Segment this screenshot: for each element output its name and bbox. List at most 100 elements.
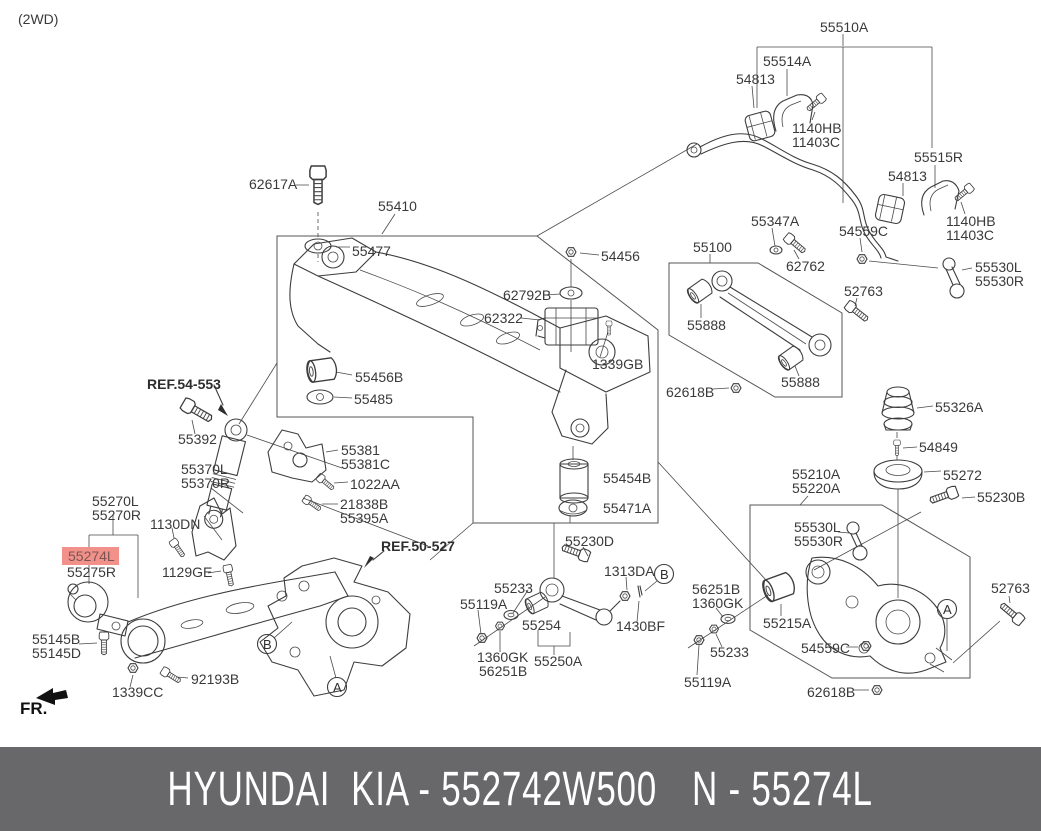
- leader-lines: [78, 34, 1011, 691]
- label-fr: FR.: [20, 699, 47, 718]
- label-55215A: 55215A: [763, 615, 812, 631]
- label-54456: 54456: [601, 248, 640, 264]
- bolt-1129GE: [222, 563, 237, 588]
- label-55530L-bottom: 55530L: [794, 519, 841, 535]
- bolt-54849: [893, 439, 901, 456]
- label-55250A: 55250A: [534, 653, 583, 669]
- label-55119A-right: 55119A: [684, 674, 732, 690]
- arrows: [36, 384, 385, 705]
- upper-arm-callout-box: [668, 262, 843, 398]
- bolt-1130DN: [168, 537, 188, 560]
- nut-62618B-top: [730, 383, 742, 393]
- bump-stop-drawing: [873, 386, 923, 490]
- label-55347A: 55347A: [751, 213, 800, 229]
- spring-pad-55272: [873, 459, 923, 490]
- label-55515R: 55515R: [914, 149, 963, 165]
- washer-62792B: [559, 286, 583, 300]
- link-55530-bottom: [846, 521, 868, 561]
- knuckle-drawing: [259, 557, 411, 697]
- label-55530L-top: 55530L: [975, 259, 1022, 275]
- label-55275R: 55275R: [67, 564, 116, 580]
- suspension-diagram: (2WD) 55510A 55514A 54813 1140HB 11403C …: [18, 11, 1030, 718]
- bolt-55392: [178, 396, 216, 426]
- label-55514A: 55514A: [763, 53, 812, 69]
- bolt-55230B: [927, 484, 960, 507]
- bolt-21838B: [301, 494, 324, 514]
- label-92193B: 92193B: [191, 671, 239, 687]
- label-56251B-right: 56251B: [692, 581, 740, 597]
- label-1360GK-mid: 1360GK: [477, 649, 529, 665]
- label-1022AA: 1022AA: [350, 476, 400, 492]
- stab-bushing-right: [874, 193, 906, 225]
- banner-part-short: N - 55274L: [692, 762, 874, 816]
- trailing-arm-drawing: [67, 563, 349, 686]
- bolt-55145: [98, 631, 110, 656]
- marker-a-arm: A: [936, 598, 958, 620]
- label-ref-50-527: REF.50-527: [381, 538, 455, 554]
- labels: (2WD) 55510A 55514A 54813 1140HB 11403C …: [18, 11, 1030, 718]
- bolt-52763-top: [843, 299, 872, 325]
- label-ref-54-553: REF.54-553: [147, 376, 221, 392]
- svg-text:A: A: [333, 680, 342, 695]
- label-11403C-right: 11403C: [946, 227, 994, 243]
- label-54813-right: 54813: [888, 168, 927, 184]
- bolt-62617A: [309, 165, 327, 206]
- label-55888-front: 55888: [687, 317, 726, 333]
- label-55270L: 55270L: [92, 493, 139, 509]
- label-1130DN: 1130DN: [150, 516, 200, 532]
- label-62617A: 62617A: [249, 176, 298, 192]
- marker-b-knuckle: B: [256, 633, 278, 655]
- catalog-footer-banner: HYUNDAI KIA - 552742W500 N - 55274L: [0, 747, 1041, 831]
- bolt-1339GB: [605, 320, 613, 336]
- label-55274L-highlighted: 55274L: [68, 548, 115, 564]
- label-52763-top: 52763: [844, 283, 883, 299]
- label-62618B-top: 62618B: [666, 384, 714, 400]
- svg-text:B: B: [660, 567, 669, 582]
- label-55210A: 55210A: [792, 466, 841, 482]
- label-55270R: 55270R: [92, 507, 141, 523]
- label-55530R-top: 55530R: [975, 273, 1024, 289]
- label-1360GK-right: 1360GK: [692, 595, 744, 611]
- bushing-55215A: [759, 570, 798, 604]
- stab-bushing-left: [744, 110, 776, 142]
- label-55220A: 55220A: [792, 480, 841, 496]
- label-54559C-bottom: 54559C: [801, 640, 850, 656]
- label-54813-left: 54813: [736, 71, 775, 87]
- nut-55119A-right: [693, 635, 705, 645]
- stabilizer-bar-drawing: [686, 92, 976, 325]
- fr-arrow-icon: [36, 688, 68, 705]
- highlight-box: [62, 547, 119, 565]
- label-55233-mid: 55233: [494, 580, 533, 596]
- label-55530R-bottom: 55530R: [794, 533, 843, 549]
- label-55381C: 55381C: [341, 456, 390, 472]
- label-62762: 62762: [786, 258, 825, 274]
- bolt-52763-bottom: [997, 599, 1027, 627]
- nut-54456: [565, 247, 577, 257]
- label-55254: 55254: [522, 617, 561, 633]
- label-56251B-mid: 56251B: [479, 663, 527, 679]
- label-55381: 55381: [341, 442, 380, 458]
- label-55510A: 55510A: [820, 19, 869, 35]
- assist-link-drawing: [476, 541, 643, 643]
- crossmember-callout-box: [276, 235, 659, 524]
- label-55272: 55272: [943, 467, 982, 483]
- label-55477: 55477: [352, 243, 391, 259]
- marker-a-knuckle: A: [326, 676, 348, 698]
- label-21838B: 21838B: [340, 496, 388, 512]
- washer-55477: [304, 238, 332, 254]
- label-55410: 55410: [378, 198, 417, 214]
- bushing-55454B: [559, 458, 589, 504]
- svg-text:B: B: [263, 637, 272, 652]
- plate-55485: [306, 389, 334, 405]
- svg-text:A: A: [943, 602, 952, 617]
- label-55326A: 55326A: [935, 399, 984, 415]
- label-55456B: 55456B: [355, 369, 403, 385]
- washer-55471A: [558, 499, 588, 517]
- bracket-55381: [267, 429, 327, 483]
- label-55233-right: 55233: [710, 644, 749, 660]
- label-55230D: 55230D: [565, 533, 614, 549]
- label-1339CC: 1339CC: [112, 684, 163, 700]
- stab-clamp-right: [921, 180, 960, 216]
- washer-55347A: [769, 245, 783, 255]
- label-55485: 55485: [354, 391, 393, 407]
